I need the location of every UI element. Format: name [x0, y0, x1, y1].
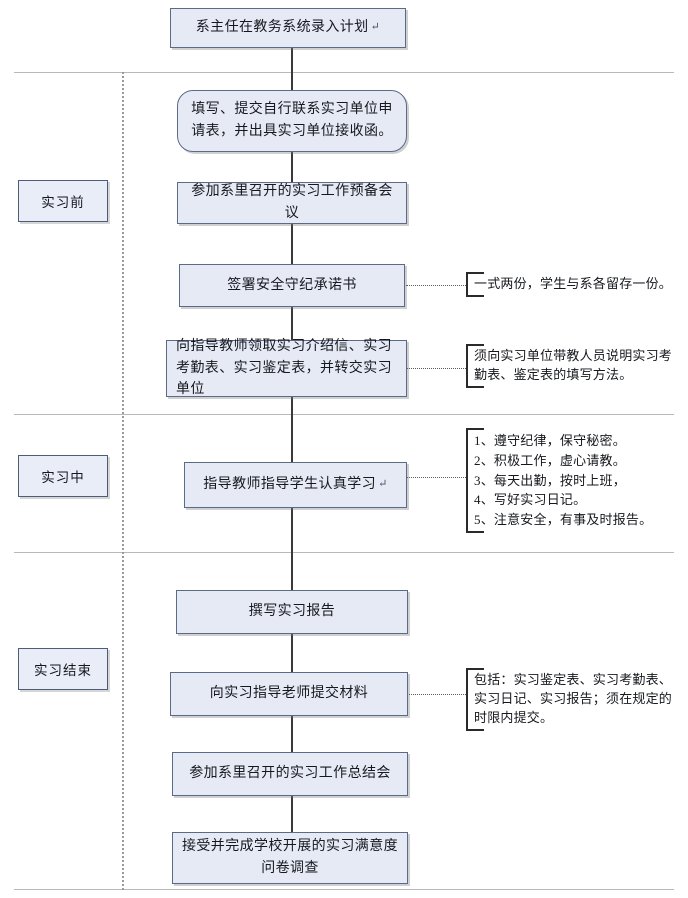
leader-discipline-note	[406, 477, 466, 478]
divider-mid-2	[14, 552, 674, 553]
node-guide: 指导教师指导学生认真学习↵	[184, 462, 407, 508]
connector-materials-guide	[291, 397, 293, 462]
divider-top	[14, 72, 674, 73]
note-pledge: 一式两份，学生与系各留存一份。	[466, 272, 678, 297]
note-submit: 包括：实习鉴定表、实习考勤表、实习日记、实习报告；须在规定的时限内提交。	[466, 668, 678, 731]
divider-mid-1	[14, 414, 674, 415]
node-meeting-label: 参加系里召开的实习工作预备会议	[191, 184, 393, 221]
connector-guide-report	[291, 508, 293, 590]
node-survey: 接受并完成学校开展的实习满意度问卷调查	[172, 832, 408, 884]
discipline-item-2: 2、积极工作，虚心请教。	[474, 452, 626, 468]
leader-submit-note	[406, 694, 466, 695]
connector-pledge-materials	[291, 307, 293, 340]
discipline-item-1: 1、遵守纪律，保守秘密。	[474, 433, 626, 448]
node-submit-label: 向实习指导老师提交材料	[209, 686, 369, 702]
connector-submit-summary	[291, 716, 293, 752]
discipline-item-4: 4、写好实习日记。	[474, 492, 587, 508]
discipline-item-5: 5、注意安全，有事及时报告。	[474, 512, 653, 527]
node-report-label: 撰写实习报告	[248, 604, 336, 620]
node-summary-label: 参加系里召开的实习工作总结会	[189, 766, 391, 782]
note-materials-text: 须向实习单位带教人员说明实习考勤表、鉴定表的填写方法。	[474, 348, 673, 382]
node-pledge: 签署安全守纪承诺书	[179, 264, 405, 307]
leader-materials-note	[406, 368, 466, 369]
node-plan-label: 系主任在教务系统录入计划	[195, 20, 369, 36]
return-mark-icon-2: ↵	[378, 478, 388, 491]
node-plan: 系主任在教务系统录入计划↵	[170, 8, 406, 48]
connector-report-submit	[291, 634, 293, 672]
lane-separator-dotted	[122, 72, 124, 890]
node-materials-label: 向指导教师领取实习介绍信、实习考勤表、实习鉴定表，并转交实习单位	[176, 338, 392, 398]
return-mark-icon: ↵	[370, 21, 381, 34]
node-meeting: 参加系里召开的实习工作预备会议	[177, 182, 407, 224]
node-submit: 向实习指导老师提交材料	[170, 672, 408, 716]
discipline-item-3: 3、每天出勤，按时上班，	[474, 472, 626, 488]
leader-pledge-note	[406, 285, 466, 286]
connector-meeting-pledge	[291, 224, 293, 264]
note-materials: 须向实习单位带教人员说明实习考勤表、鉴定表的填写方法。	[466, 344, 678, 388]
node-apply-label: 填写、提交自行联系实习单位申请表，并出具实习单位接收函。	[191, 102, 393, 139]
note-pledge-text: 一式两份，学生与系各留存一份。	[474, 276, 673, 291]
node-apply: 填写、提交自行联系实习单位申请表，并出具实习单位接收函。	[177, 90, 407, 152]
connector-plan-apply	[291, 48, 293, 90]
node-survey-label: 接受并完成学校开展的实习满意度问卷调查	[182, 839, 398, 876]
note-discipline-list: 1、遵守纪律，保守秘密。 2、积极工作，虚心请教。 3、每天出勤，按时上班， 4…	[466, 428, 678, 533]
node-guide-label: 指导教师指导学生认真学习	[203, 477, 377, 493]
stage-label-before: 实习前	[18, 180, 108, 222]
node-materials: 向指导教师领取实习介绍信、实习考勤表、实习鉴定表，并转交实习单位	[166, 339, 407, 397]
connector-summary-survey	[291, 796, 293, 832]
node-pledge-label: 签署安全守纪承诺书	[227, 277, 357, 293]
connector-apply-meeting	[291, 152, 293, 182]
stage-label-during: 实习中	[18, 455, 108, 497]
stage-label-after: 实习结束	[18, 648, 108, 690]
note-submit-text: 包括：实习鉴定表、实习考勤表、实习日记、实习报告；须在规定的时限内提交。	[474, 672, 673, 725]
node-summary: 参加系里召开的实习工作总结会	[172, 752, 408, 796]
divider-bottom	[14, 889, 674, 890]
node-report: 撰写实习报告	[176, 590, 408, 634]
